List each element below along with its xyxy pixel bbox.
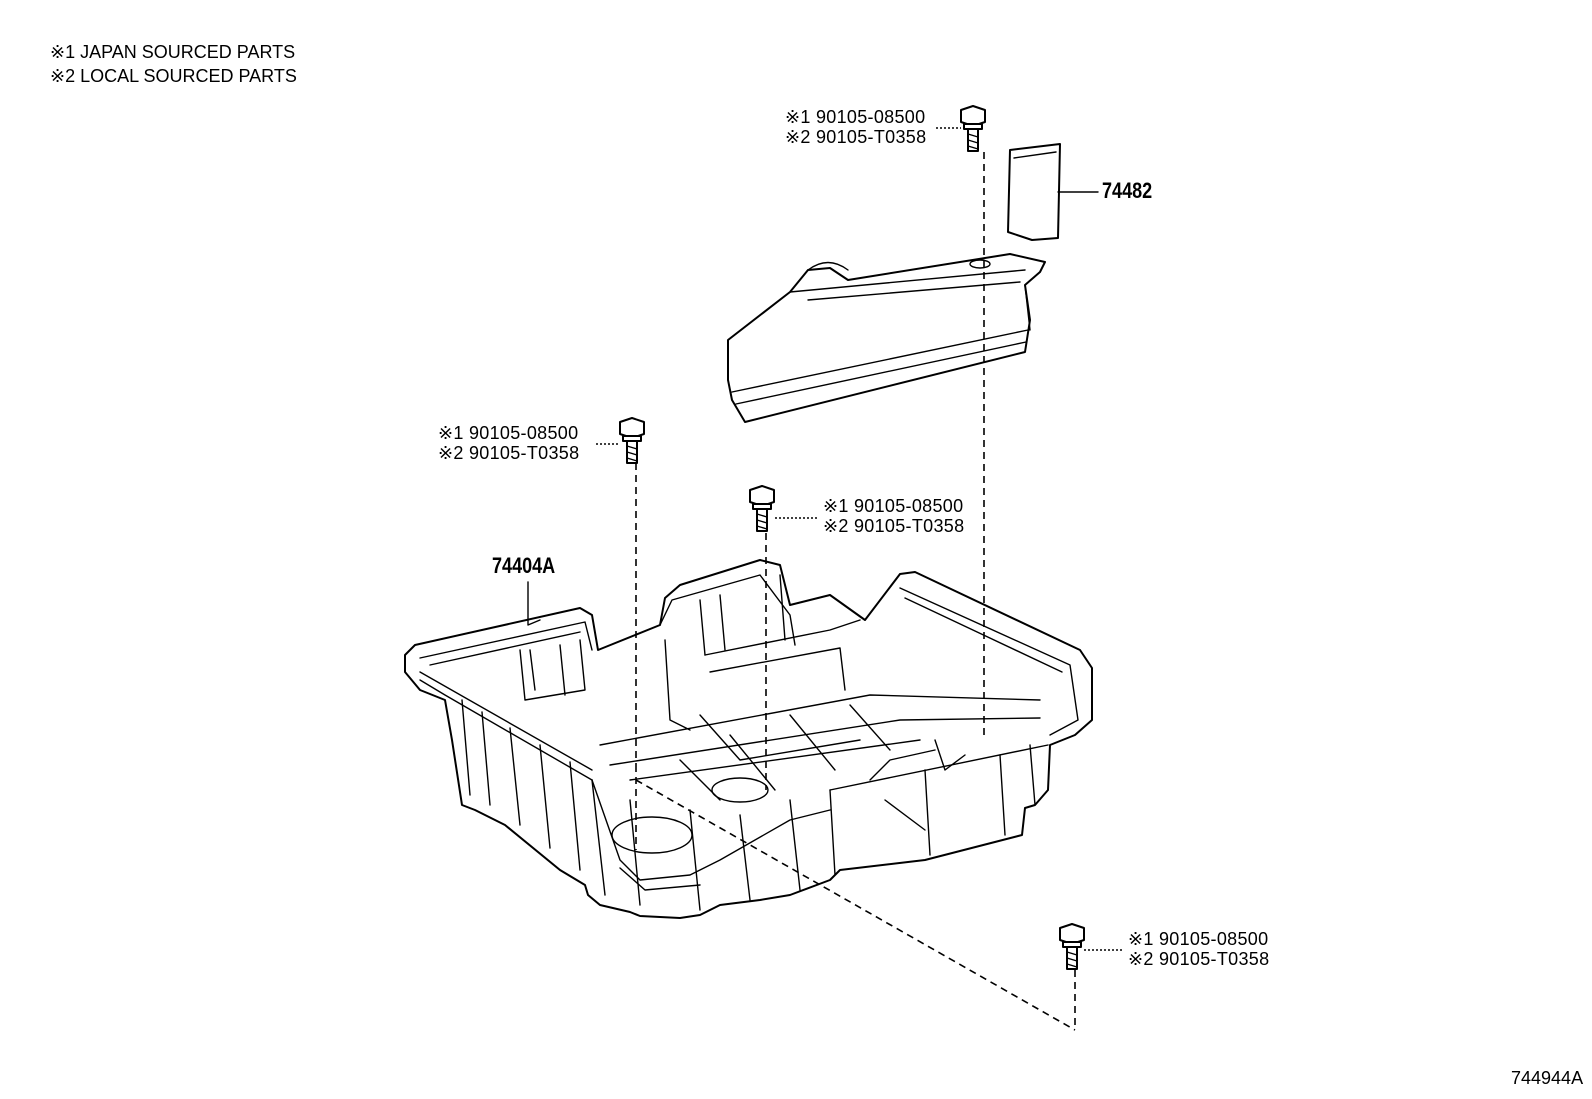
figure-id: 744944A	[1511, 1068, 1584, 1088]
bolt-callout-line-2: ※2 90105-T0358	[1128, 949, 1270, 969]
legend-mark: ※1	[50, 42, 76, 62]
legend-text: LOCAL SOURCED PARTS	[80, 66, 297, 86]
bolt-callout-line-1: ※1 90105-08500	[1128, 929, 1269, 949]
legend-japan-sourced: ※1 JAPAN SOURCED PARTS	[50, 41, 295, 63]
bolt-callout-line-1: ※1 90105-08500	[785, 107, 926, 127]
legend-text: JAPAN SOURCED PARTS	[80, 42, 296, 62]
bolt-icon-4	[1059, 923, 1085, 970]
part-number-tray: 74404A	[492, 553, 556, 578]
bolt-callout-1: ※1 90105-08500 ※2 90105-T0358	[785, 107, 926, 147]
bolt-callout-line-2: ※2 90105-T0358	[785, 127, 927, 147]
bolt-icon-2	[619, 417, 645, 464]
legend-local-sourced: ※2 LOCAL SOURCED PARTS	[50, 65, 297, 87]
tray-74404A-drawing	[404, 559, 1093, 919]
bolt-callout-line-2: ※2 90105-T0358	[438, 443, 580, 463]
bolt-icon-1	[960, 105, 986, 152]
bolt-callout-2: ※1 90105-08500 ※2 90105-T0358	[438, 423, 579, 463]
bolt-callout-line-1: ※1 90105-08500	[823, 496, 964, 516]
bolt-icon-3	[749, 485, 775, 532]
bolt-callout-4: ※1 90105-08500 ※2 90105-T0358	[1128, 929, 1269, 969]
bolt-callout-line-1: ※1 90105-08500	[438, 423, 579, 443]
bolt-callout-3: ※1 90105-08500 ※2 90105-T0358	[823, 496, 964, 536]
legend-mark: ※2	[50, 66, 76, 86]
part-number-bracket: 74482	[1102, 178, 1153, 203]
bracket-74482-drawing	[727, 143, 1061, 423]
bolt-callout-line-2: ※2 90105-T0358	[823, 516, 965, 536]
